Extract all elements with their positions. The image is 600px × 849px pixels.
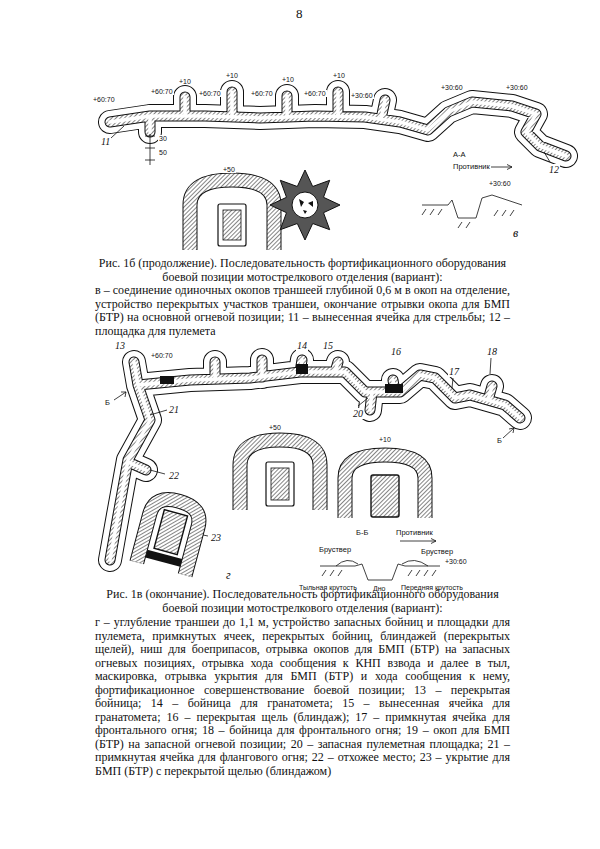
caption-text: в – соединение одиночных окопов траншеей… [95, 284, 510, 338]
dimension-label: +50 [268, 424, 282, 431]
figure-letter: г [225, 568, 232, 583]
parapet-outline [110, 360, 520, 560]
vehicle-symbol [223, 210, 241, 240]
dimension-label: +30:60 [350, 92, 374, 99]
dimension-label: +30:60 [505, 84, 529, 91]
trench-edge [110, 360, 520, 560]
dimension-label: +10 [281, 76, 295, 83]
callout-number: 18 [486, 346, 498, 357]
figure-letter: в [512, 226, 519, 241]
callout-number: 11 [100, 136, 111, 147]
bmp-trench [345, 455, 425, 518]
trench-floor [110, 360, 520, 560]
parapet-fill [110, 360, 520, 560]
parapet-fill [110, 92, 566, 156]
dimension-label: 50 [158, 149, 168, 156]
section-label: Б-Б [355, 528, 369, 537]
section-profile [320, 564, 440, 580]
caption-heading: Рис. 1в (окончание). Последовательность … [95, 588, 510, 615]
trench-hatch [110, 360, 520, 560]
parapet-outline [110, 92, 566, 156]
covered-loophole [296, 364, 308, 374]
section-label: Противник [395, 528, 434, 537]
covered-loophole [160, 376, 174, 384]
vehicle-symbol [266, 462, 294, 506]
dimension-label: +30:60 [444, 558, 468, 565]
dimension-label: +50 [222, 166, 236, 173]
section-label: Противник [452, 162, 491, 171]
section-label: Б [104, 398, 111, 407]
callout-number: 16 [390, 346, 402, 357]
vehicle-symbol [271, 468, 289, 500]
bmp-trench-hatch [240, 440, 320, 510]
dimension-label: +60:70 [303, 90, 327, 97]
section-arrow [114, 392, 514, 438]
section-label: Б [496, 436, 503, 445]
star-shelter-core [292, 192, 318, 218]
callout-number: 12 [548, 164, 560, 175]
dimension-label: +10 [225, 72, 239, 79]
dimension-label: +10 [178, 78, 192, 85]
dimension-label: +60:70 [198, 90, 222, 97]
bmp-trench-hatch [345, 455, 425, 518]
ground-hatch [422, 209, 514, 228]
bmp-shelter [137, 495, 203, 576]
callout-number: 23 [210, 532, 222, 543]
covered-slit [385, 384, 403, 393]
parapet-profile [336, 560, 428, 566]
callout-number: 20 [352, 408, 364, 419]
bmp-shelter-outline [137, 495, 203, 576]
dimension-label: +60:70 [92, 96, 116, 103]
direction-arrow [489, 165, 512, 170]
direction-arrow [400, 539, 436, 544]
dimension-label: +10 [378, 436, 392, 443]
section-label: Бруствер [420, 547, 454, 556]
dimension-label: +60:70 [150, 352, 174, 359]
dimension-label: +30:60 [440, 84, 464, 91]
callout-number: 17 [448, 366, 460, 377]
section-profile [422, 195, 522, 218]
dimension-label: +60:70 [150, 88, 174, 95]
dimension-label: +60:70 [250, 90, 274, 97]
dimension-label: +30:60 [488, 180, 512, 187]
callout-number: 14 [296, 340, 308, 351]
caption-text: г – углубление траншеи до 1,1 м, устройс… [95, 616, 510, 778]
ground-hatch [322, 570, 436, 576]
trench-hatch [110, 92, 566, 156]
bmp-trench-hatch [190, 180, 274, 250]
callout-number: 22 [168, 470, 180, 481]
callout-number: 13 [114, 340, 126, 351]
covered-slit [145, 550, 182, 567]
vehicle-symbol [154, 510, 188, 555]
bmp-trench [240, 440, 320, 510]
caption-heading: Рис. 1б (продолжение). Последовательност… [95, 257, 510, 284]
bmp-trench [190, 180, 274, 250]
star-shelter [270, 170, 340, 240]
dimension-line [145, 134, 155, 165]
star-shelter-marks [299, 199, 313, 214]
dimension-label: +10 [332, 72, 346, 79]
section-label: Бруствер [318, 545, 352, 554]
leader-line [111, 126, 124, 138]
vehicle-symbol [218, 204, 246, 246]
section-label: А-А [452, 150, 467, 159]
vehicle-symbol [371, 475, 399, 517]
bmp-shelter-hatch [137, 495, 203, 576]
page-number: 8 [296, 6, 303, 22]
callout-number: 15 [322, 340, 334, 351]
dimension-label: 30 [158, 135, 168, 142]
trench-floor [110, 92, 566, 156]
leader-line [544, 152, 550, 162]
trench-edge [110, 92, 566, 156]
callout-number: 21 [168, 404, 180, 415]
